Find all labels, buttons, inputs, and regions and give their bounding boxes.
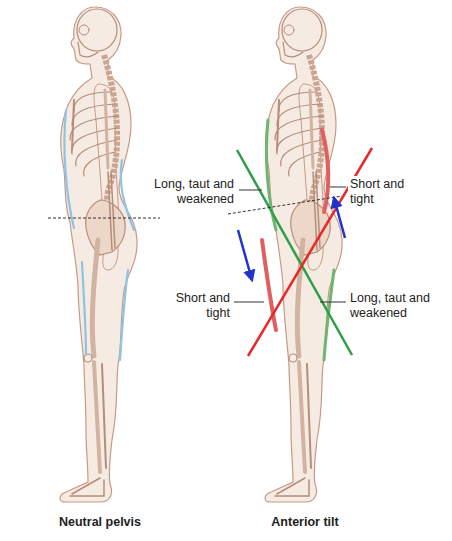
muscle-line: [120, 270, 128, 360]
neutral-muscle-lines: [64, 110, 134, 360]
weak-axis-line: [237, 150, 352, 355]
tight-muscle: [262, 240, 276, 330]
rotation-arrow: [334, 198, 345, 238]
pelvis-level-line: [228, 196, 342, 214]
figure-caption: Anterior tilt: [245, 514, 365, 531]
skeleton-figure: [60, 7, 137, 502]
leader-line: [330, 187, 346, 188]
figure-caption: Neutral pelvis: [40, 514, 160, 531]
leader-line: [234, 302, 264, 303]
tight-muscle: [322, 130, 328, 212]
rotation-arrow: [238, 230, 252, 280]
muscle-label: Short and tight: [348, 176, 410, 208]
leader-line: [239, 190, 262, 191]
skeleton-figure: [265, 7, 342, 502]
muscle-line: [121, 160, 134, 230]
muscle-line: [82, 262, 86, 355]
leader-lines: [234, 187, 346, 302]
muscle-label: Short and tight: [172, 290, 232, 322]
tilt-muscle-lines: [262, 120, 334, 360]
leader-line: [320, 302, 346, 303]
pelvis-level-line: [48, 218, 160, 219]
muscle-label: Long, taut and weakened: [348, 290, 444, 322]
muscle-line: [64, 110, 74, 228]
muscle-label: Long, taut and weakened: [140, 176, 236, 208]
